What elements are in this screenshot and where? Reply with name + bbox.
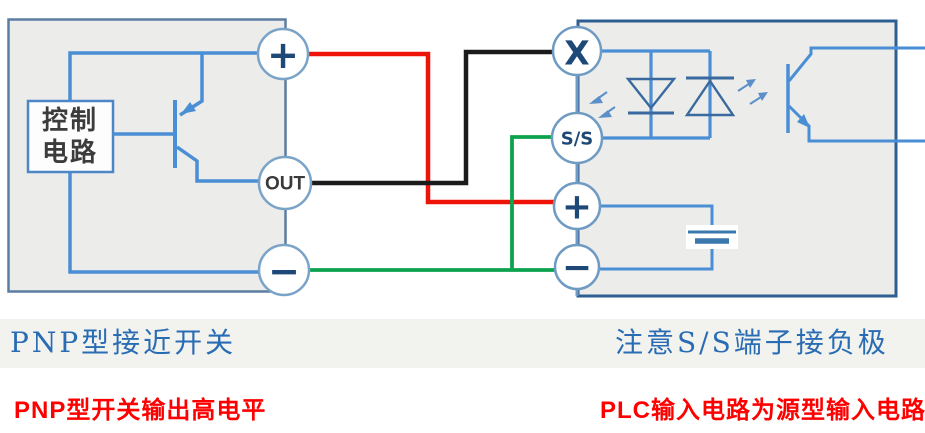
switch-caption: PNP型接近开关 — [10, 326, 237, 359]
plc-terminal-x — [551, 25, 603, 77]
transistor-emitter-arrow-icon — [181, 102, 196, 114]
optocoupler-led-pair — [625, 76, 736, 117]
led-down-diode-icon — [625, 77, 677, 110]
switch-terminal-out — [257, 155, 313, 211]
led-up-diode-icon — [684, 78, 736, 117]
switch-terminal-out-label: OUT — [265, 174, 306, 195]
phototransistor-symbol — [786, 46, 925, 143]
phototransistor-collector-wire — [787, 46, 925, 82]
switch-terminal-minus-label: − — [268, 249, 300, 293]
plc-terminal-x-label: X — [564, 34, 589, 73]
light-arrowhead-icon — [589, 96, 603, 104]
control-circuit-label-line2: 电路 — [42, 137, 98, 168]
battery-circuit — [600, 204, 738, 271]
battery-backplate — [686, 225, 738, 249]
pnp-transistor-symbol — [113, 53, 259, 183]
control-circuit-box — [26, 99, 115, 174]
light-arrowhead-icon — [758, 92, 768, 101]
switch-internal-wiring — [68, 51, 259, 274]
switch-note: PNP型开关输出高电平 — [14, 397, 267, 424]
switch-terminals: + OUT − — [256, 27, 313, 297]
black-wire-out-to-x — [311, 49, 554, 186]
plc-input-module — [575, 19, 925, 298]
plc-terminal-minus — [553, 243, 601, 291]
light-arrowhead-icon — [598, 110, 612, 118]
control-circuit-label-line1: 控制 — [42, 106, 98, 136]
light-arrowhead-icon — [746, 79, 756, 88]
switch-terminal-minus — [257, 243, 311, 297]
phototransistor-emitter-arrow-icon — [797, 114, 810, 128]
plc-enclosure-box — [576, 19, 898, 298]
plc-note: PLC输入电路为源型输入电路 — [600, 397, 925, 424]
plc-terminal-ss — [550, 111, 604, 165]
interconnect-wires — [308, 49, 556, 272]
caption-band — [0, 319, 925, 368]
switch-terminal-plus-label: + — [267, 33, 299, 77]
phototransistor-emitter-wire — [787, 104, 925, 143]
light-arrows — [589, 79, 768, 118]
battery-wires — [600, 204, 714, 271]
plc-terminal-minus-label: − — [562, 248, 592, 289]
plc-terminal-plus-label: + — [562, 187, 592, 228]
switch-terminal-plus — [256, 27, 310, 81]
transistor-collector-wire — [175, 145, 259, 183]
plc-terminals: X S/S + − — [550, 25, 604, 291]
green-wire-branch-to-ss — [510, 135, 553, 270]
plc-terminal-plus — [552, 181, 602, 231]
optocoupler-led-rails — [601, 49, 712, 140]
red-wire-plus-to-plus — [308, 51, 555, 205]
pnp-switch-module: 控制 电路 — [7, 18, 287, 293]
plc-caption: 注意S/S端子接负极 — [615, 326, 889, 359]
plc-terminal-ss-label: S/S — [561, 129, 594, 150]
